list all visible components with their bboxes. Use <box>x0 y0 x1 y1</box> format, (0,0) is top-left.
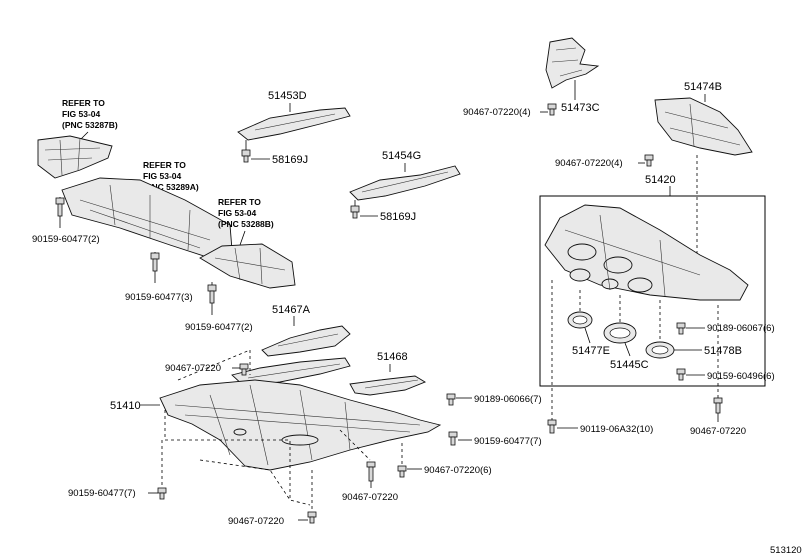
part-51445C <box>603 322 637 344</box>
part-label-51478B: 51478B <box>704 345 742 357</box>
fastener-label-f11: 90189-06066(7) <box>474 394 542 405</box>
refer-note-a-line1: REFER TO <box>62 98 105 108</box>
refer-note-c: REFER TO FIG 53-04 (PNC 53288B) <box>218 197 274 229</box>
part-51454G <box>349 165 461 201</box>
fastener-label-f6: 90467-07220(4) <box>555 158 623 169</box>
bolt-f9 <box>713 397 723 422</box>
fastener-label-f9: 90467-07220 <box>690 426 746 437</box>
side-cover-mid-left <box>61 177 233 259</box>
fastener-label-f14: 90467-07220 <box>342 492 398 503</box>
part-51453D <box>237 107 351 141</box>
part-51473C <box>545 37 600 89</box>
bolt-f5 <box>540 103 557 116</box>
bolt-f2 <box>150 252 160 283</box>
fastener-label-f4: 90467-07220 <box>165 363 221 374</box>
fastener-label-f3: 90159-60477(2) <box>185 322 253 333</box>
part-label-51420: 51420 <box>645 174 676 186</box>
part-label-51468: 51468 <box>377 351 408 363</box>
fastener-label-f2: 90159-60477(3) <box>125 292 193 303</box>
refer-note-b-line3: (PNC 53289A) <box>143 182 199 192</box>
part-51410 <box>159 379 442 471</box>
part-label-51474B: 51474B <box>684 81 722 93</box>
refer-note-a: REFER TO FIG 53-04 (PNC 53287B) <box>62 98 118 130</box>
bolt-f8 <box>676 368 705 381</box>
part-51477E <box>567 311 593 329</box>
bolt-f12 <box>448 431 472 446</box>
part-51474B <box>654 97 753 156</box>
bolt-f13 <box>397 465 422 478</box>
part-label-51473C: 51473C <box>561 102 600 114</box>
part-51467A <box>261 325 351 357</box>
part-51420 <box>544 204 749 301</box>
bolt-f14 <box>366 461 376 488</box>
side-cover-front-left <box>37 135 113 179</box>
part-label-51477E: 51477E <box>572 345 610 357</box>
part-51478B <box>645 341 675 359</box>
fastener-label-f15: 90159-60477(7) <box>68 488 136 499</box>
bolt-f15 <box>148 440 167 500</box>
part-label-51410: 51410 <box>110 400 141 412</box>
bolt-f3 <box>207 282 217 315</box>
bolt-f10 <box>547 419 578 434</box>
refer-note-c-line1: REFER TO <box>218 197 261 207</box>
screw-58169J-b <box>350 200 378 219</box>
bolt-f11 <box>446 393 472 406</box>
fastener-label-f16: 90467-07220 <box>228 516 284 527</box>
part-label-51467A: 51467A <box>272 304 311 316</box>
bolt-f1 <box>55 197 65 228</box>
figure-id: 513120 <box>770 545 802 556</box>
refer-note-a-line2: FIG 53-04 <box>62 109 101 119</box>
bolt-f4 <box>232 363 249 376</box>
refer-note-b-line1: REFER TO <box>143 160 186 170</box>
fastener-label-f10: 90119-06A32(10) <box>580 424 653 435</box>
part-label-51453D: 51453D <box>268 90 307 102</box>
assembly-box-51420 <box>539 195 766 387</box>
fastener-label-f13: 90467-07220(6) <box>424 465 492 476</box>
refer-note-a-line3: (PNC 53287B) <box>62 120 118 130</box>
fastener-label-f5: 90467-07220(4) <box>463 107 531 118</box>
fastener-label-f1: 90159-60477(2) <box>32 234 100 245</box>
refer-note-c-line3: (PNC 53288B) <box>218 219 274 229</box>
refer-note-b: REFER TO FIG 53-04 (PNC 53289A) <box>143 160 199 192</box>
side-cover-rear-left <box>199 243 296 289</box>
bolt-f7 <box>676 322 705 335</box>
part-label-51454G: 51454G <box>382 150 421 162</box>
fastener-label-f7: 90189-06067(6) <box>707 323 775 334</box>
bolt-f6 <box>638 154 654 167</box>
part-label-51445C: 51445C <box>610 359 649 371</box>
fastener-label-f8: 90159-60496(6) <box>707 371 775 382</box>
refer-note-b-line2: FIG 53-04 <box>143 171 182 181</box>
part-label-58169J-b: 58169J <box>380 211 416 223</box>
fastener-label-f12: 90159-60477(7) <box>474 436 542 447</box>
part-label-58169J-a: 58169J <box>272 154 308 166</box>
refer-note-c-line2: FIG 53-04 <box>218 208 257 218</box>
screw-58169J-a <box>241 140 270 163</box>
bolt-f16 <box>298 470 317 524</box>
